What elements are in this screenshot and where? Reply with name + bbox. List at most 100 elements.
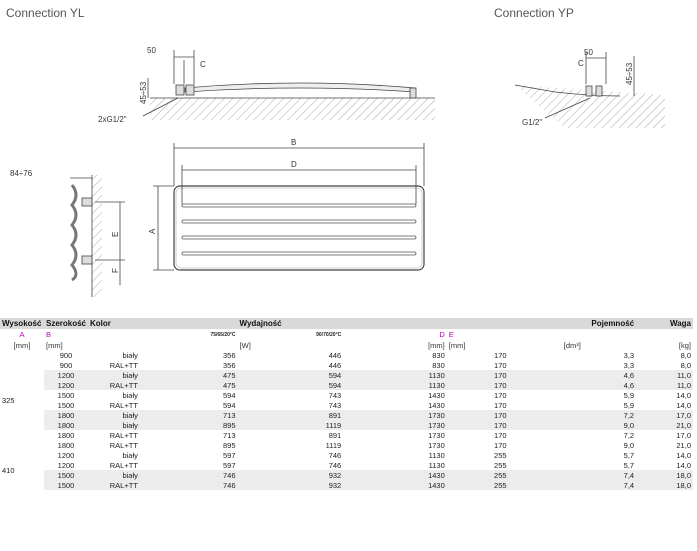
table-cell: 170 xyxy=(446,420,509,430)
sub-b: B xyxy=(45,330,51,339)
sub-d: D xyxy=(439,330,445,339)
table-cell: 900 xyxy=(59,350,73,360)
header-wydajnosc: Wydajność xyxy=(237,318,344,329)
height-cell: 410 xyxy=(2,465,15,475)
table-cell: 170 xyxy=(494,360,507,370)
table-cell: 5,9 xyxy=(623,390,635,400)
table-cell: 14,0 xyxy=(676,460,691,470)
table-cell: biały xyxy=(122,390,138,400)
table-cell: 1500 xyxy=(57,400,75,410)
table-cell: 713 xyxy=(139,410,238,420)
table-cell: 9,0 xyxy=(508,420,637,430)
sub-a: A xyxy=(19,330,25,339)
table-cell: 356 xyxy=(223,360,236,370)
table-cell: 900 xyxy=(59,360,73,370)
side-dim-e: E xyxy=(111,232,120,237)
table-cell: 21,0 xyxy=(636,420,693,430)
table-cell: 18,0 xyxy=(636,470,693,480)
yl-drawing xyxy=(142,50,435,120)
table-cell: 11,0 xyxy=(636,370,693,380)
unit-b: [mm] xyxy=(45,340,63,350)
yp-drawing xyxy=(514,52,665,128)
table-cell: 446 xyxy=(328,350,342,360)
table-cell: 891 xyxy=(237,410,344,420)
table-cell: 14,0 xyxy=(676,390,691,400)
table-cell: 3,3 xyxy=(623,350,635,360)
yl-dim-45-53: 45÷53 xyxy=(139,81,148,104)
table-cell: RAL+TT xyxy=(109,430,138,440)
table-cell: 597 xyxy=(223,450,236,460)
front-dim-d: D xyxy=(291,160,297,169)
unit-e: [mm] xyxy=(448,340,466,350)
table-cell: RAL+TT xyxy=(109,460,138,470)
table-cell: 170 xyxy=(446,370,509,380)
table-cell: 1119 xyxy=(325,440,342,450)
table-cell: 1200 xyxy=(57,450,75,460)
table-cell: 743 xyxy=(328,390,342,400)
table-cell: biały xyxy=(88,370,140,380)
table-cell: 14,0 xyxy=(676,450,691,460)
table-cell: 1800 xyxy=(43,420,89,430)
height-cell: 325 xyxy=(2,395,15,405)
table-cell: 170 xyxy=(446,380,509,390)
header-wysokosc: Wysokość xyxy=(0,318,44,329)
spec-table: Wysokość Szerokość Kolor Wydajność Pojem… xyxy=(0,318,693,490)
table-cell: 7,2 xyxy=(508,410,637,420)
table-cell: 446 xyxy=(328,360,342,370)
table-cell: 255 xyxy=(494,450,507,460)
sub-e: E xyxy=(448,330,454,339)
table-cell: 5,7 xyxy=(623,450,635,460)
table-cell: 255 xyxy=(446,480,509,490)
header-pojemnosc: Pojemność xyxy=(508,318,637,329)
unit-a: [mm] xyxy=(13,340,31,350)
table-cell: 597 xyxy=(223,460,236,470)
table-cell: 14,0 xyxy=(676,400,691,410)
table-cell: 594 xyxy=(237,370,344,380)
table-cell: biały xyxy=(122,450,138,460)
table-cell: 713 xyxy=(223,430,236,440)
table-cell: RAL+TT xyxy=(109,440,138,450)
table-cell: 830 xyxy=(432,360,445,370)
table-cell: 255 xyxy=(446,470,509,480)
table-cell: 5,7 xyxy=(623,460,635,470)
spec-table-body: Wysokość Szerokość Kolor Wydajność Pojem… xyxy=(0,318,693,490)
table-cell: 170 xyxy=(494,440,507,450)
table-cell: 1430 xyxy=(428,400,445,410)
table-header-row: Wysokość Szerokość Kolor Wydajność Pojem… xyxy=(0,318,693,329)
table-subheader-row: A B 75/65/20°C 90/70/20°C D E xyxy=(0,329,693,340)
table-cell: 1430 xyxy=(343,480,447,490)
table-cell: 746 xyxy=(328,450,342,460)
table-cell: 746 xyxy=(139,470,238,480)
table-cell: 1730 xyxy=(343,410,447,420)
table-cell: 1200 xyxy=(43,380,89,390)
table-cell: 1730 xyxy=(428,430,445,440)
header-szerokosc: Szerokość xyxy=(43,318,89,329)
table-cell: RAL+TT xyxy=(109,400,138,410)
table-cell: 9,0 xyxy=(623,440,635,450)
table-cell: 1800 xyxy=(57,440,75,450)
table-cell: 18,0 xyxy=(636,480,693,490)
unit-p: [dm³] xyxy=(563,340,581,350)
table-cell: 5,9 xyxy=(623,400,635,410)
table-cell: 1119 xyxy=(237,420,344,430)
table-cell: 1200 xyxy=(43,370,89,380)
table-cell: 17,0 xyxy=(676,430,691,440)
side-view-drawing xyxy=(70,175,125,297)
table-cell: RAL+TT xyxy=(109,360,138,370)
yp-dim-c: C xyxy=(578,59,584,68)
side-dim-84-76: 84÷76 xyxy=(10,169,33,178)
table-cell: 7,4 xyxy=(508,470,637,480)
table-cell: 170 xyxy=(446,410,509,420)
table-cell: 4,6 xyxy=(508,370,637,380)
